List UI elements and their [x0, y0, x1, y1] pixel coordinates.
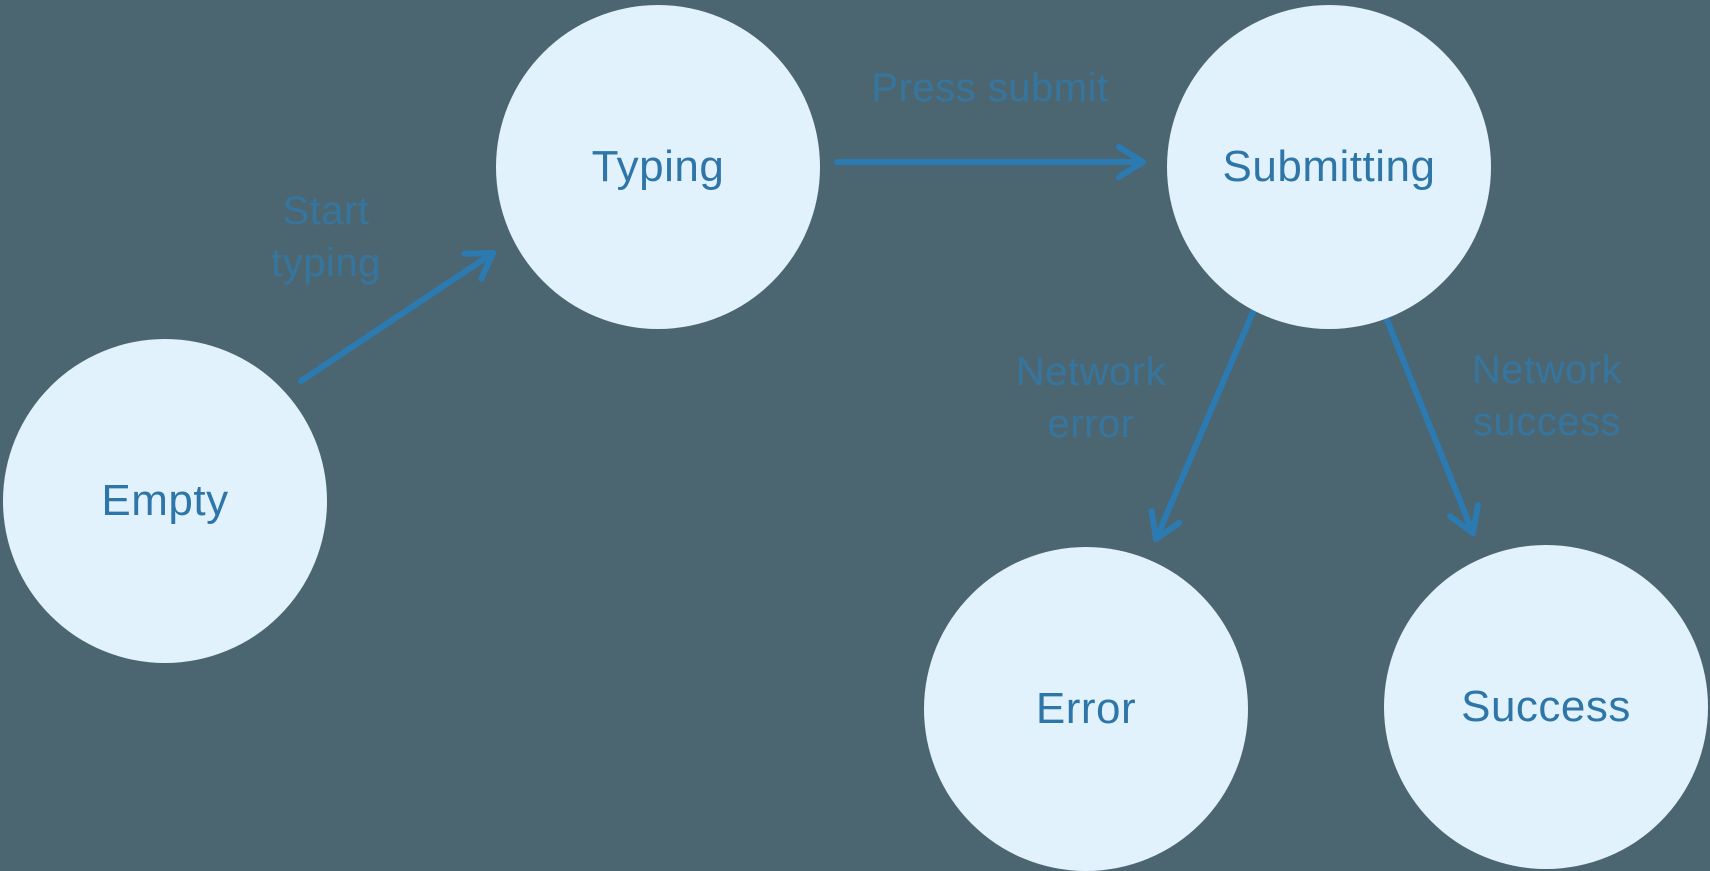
state-label-typing: Typing: [591, 142, 725, 191]
edge-label-line: Network: [1015, 350, 1167, 394]
state-label-success: Success: [1461, 682, 1631, 731]
edge-submitting-to-error-arrow: [1148, 309, 1256, 542]
edge-label-press-submit: Press submit: [871, 62, 1108, 114]
state-label-error: Error: [1035, 684, 1137, 733]
state-label-empty: Empty: [101, 476, 229, 525]
state-node-submitting: Submitting: [1167, 5, 1491, 329]
edge-label-line: success: [1472, 400, 1621, 444]
state-node-typing: Typing: [496, 5, 820, 329]
edge-label-line: Network: [1471, 348, 1623, 392]
edge-label-line: Press submit: [871, 66, 1109, 110]
edge-label-line: typing: [271, 241, 381, 285]
state-label-submitting: Submitting: [1222, 142, 1436, 191]
edge-label-start-typing: Start typing: [271, 185, 381, 289]
edge-label-network-success: Network success: [1472, 344, 1622, 448]
edge-label-line: Start: [282, 189, 370, 233]
edge-label-network-error: Network error: [1016, 346, 1166, 450]
edge-submitting-to-success-arrow: [1384, 317, 1481, 536]
edge-empty-to-typing-arrow: [298, 250, 496, 384]
state-node-error: Error: [924, 547, 1248, 871]
edge-label-line: error: [1047, 402, 1135, 446]
state-node-empty: Empty: [3, 339, 327, 663]
state-node-success: Success: [1384, 545, 1708, 869]
